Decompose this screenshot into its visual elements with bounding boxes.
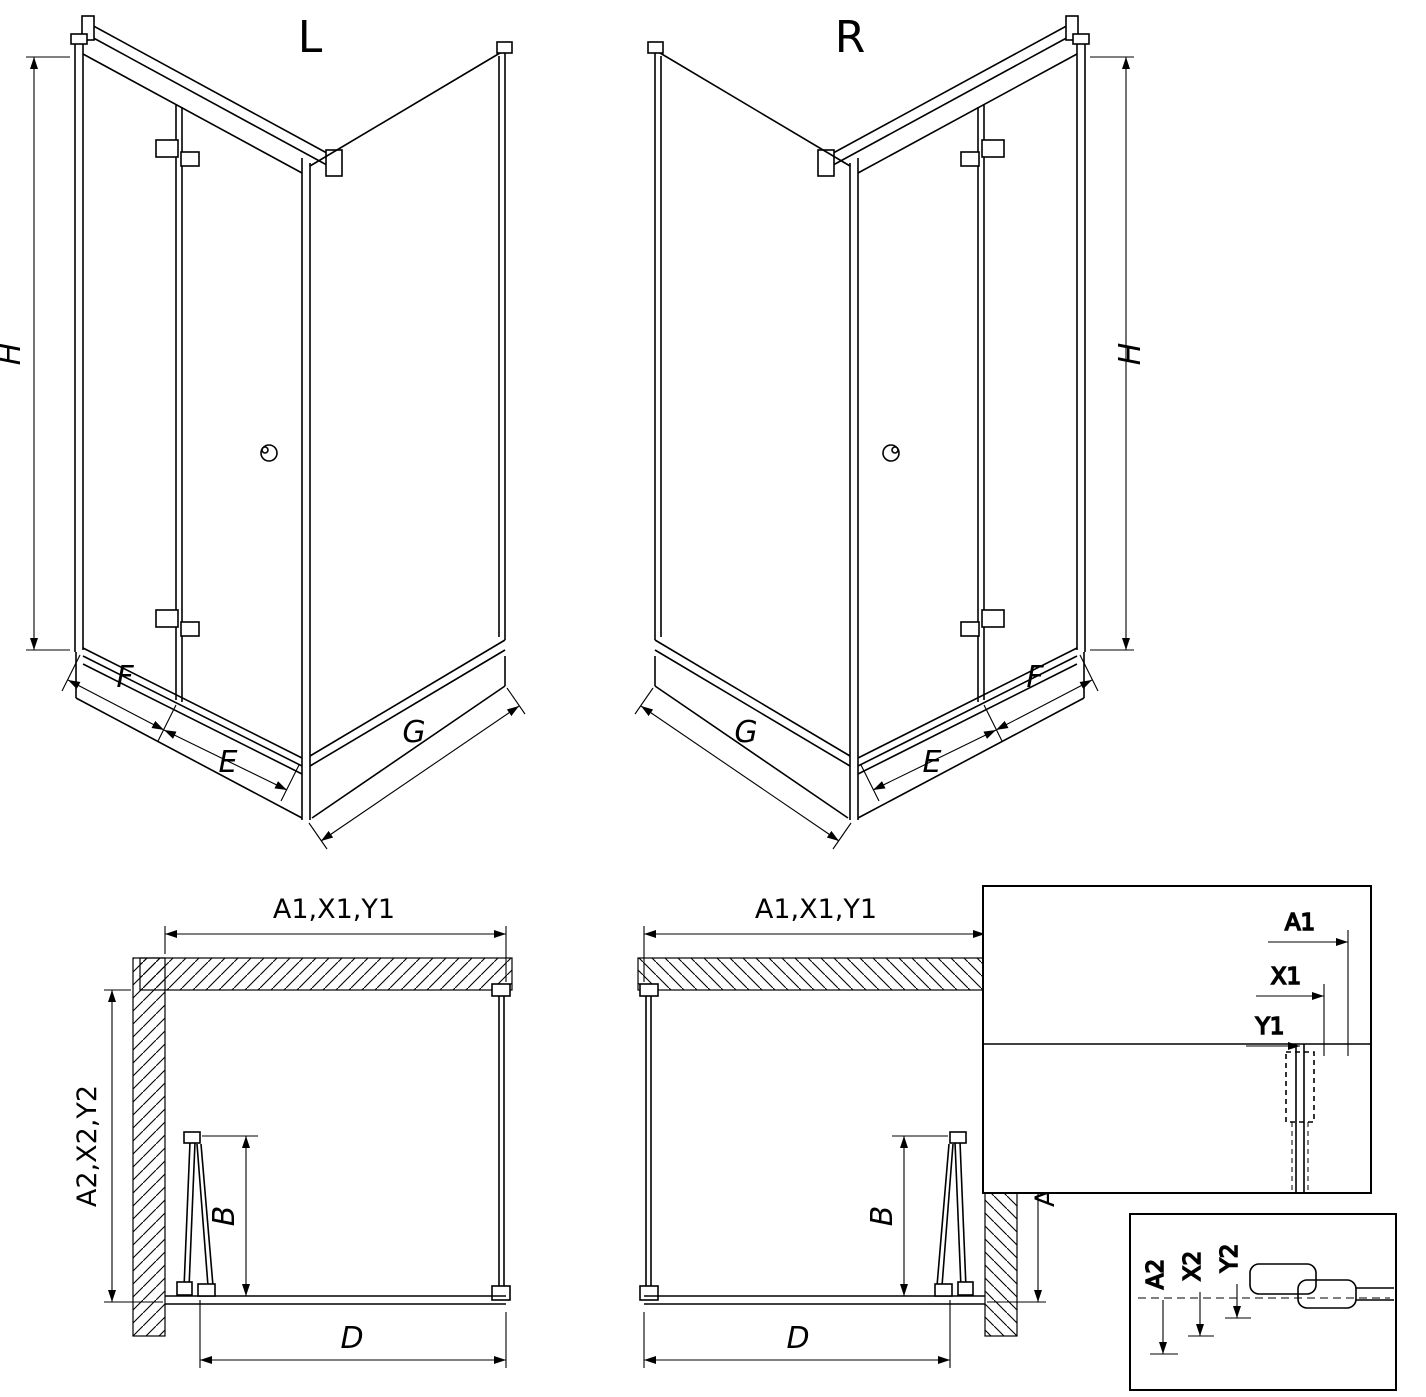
enclosure-drawing-left — [26, 16, 525, 849]
dim-label-fixed-right: F — [1026, 660, 1044, 695]
detail-top-label-a1: A1 — [1285, 910, 1315, 936]
dim-label-door-left: E — [219, 745, 238, 780]
detail-bottom-label-x2: X2 — [1180, 1251, 1206, 1281]
plan-width-label-left: A1,X1,Y1 — [273, 894, 395, 925]
plan-drawing-left — [104, 926, 512, 1368]
dim-label-height-right: H — [1113, 343, 1148, 366]
plan-opening-label-right: D — [786, 1321, 809, 1356]
detail-bottom-dimension-arrows — [1150, 1284, 1251, 1355]
view-title-left: L — [298, 12, 323, 63]
detail-view-top: A1 X1 Y1 — [982, 885, 1372, 1194]
plan-width-label-right: A1,X1,Y1 — [755, 894, 877, 925]
iso-view-left: L H F E G — [0, 12, 525, 849]
iso-view-right: R H F E G — [635, 12, 1148, 849]
view-title-right: R — [835, 12, 866, 63]
plan-door-clearance-label-left: B — [207, 1206, 242, 1227]
dim-label-door-right: E — [923, 745, 942, 780]
detail-top-dimension-arrows — [1246, 930, 1349, 1056]
dim-label-return-left: G — [402, 715, 425, 750]
dim-label-return-right: G — [734, 715, 757, 750]
plan-view-left: A1,X1,Y1 A2,X2,Y2 B D — [72, 894, 512, 1368]
detail-bottom-label-a2: A2 — [1143, 1259, 1169, 1289]
dim-label-fixed-left: F — [116, 660, 134, 695]
detail-top-label-x1: X1 — [1271, 964, 1301, 990]
detail-bottom-frame — [1129, 1213, 1397, 1391]
enclosure-drawing-right — [635, 16, 1134, 849]
detail-top-frame — [982, 885, 1372, 1194]
bottom-profile-outer — [1249, 1263, 1317, 1295]
detail-bottom-label-y2: Y2 — [1217, 1244, 1243, 1274]
dim-label-height-left: H — [0, 343, 28, 366]
plan-depth-label-left: A2,X2,Y2 — [72, 1085, 103, 1207]
plan-door-clearance-label-right: B — [865, 1206, 900, 1227]
glass-clamp-profile — [1285, 1051, 1315, 1123]
plan-opening-label-left: D — [340, 1321, 363, 1356]
detail-view-bottom: A2 X2 Y2 — [1129, 1213, 1397, 1391]
detail-top-label-y1: Y1 — [1255, 1014, 1285, 1040]
bottom-profile-inner — [1297, 1279, 1357, 1309]
